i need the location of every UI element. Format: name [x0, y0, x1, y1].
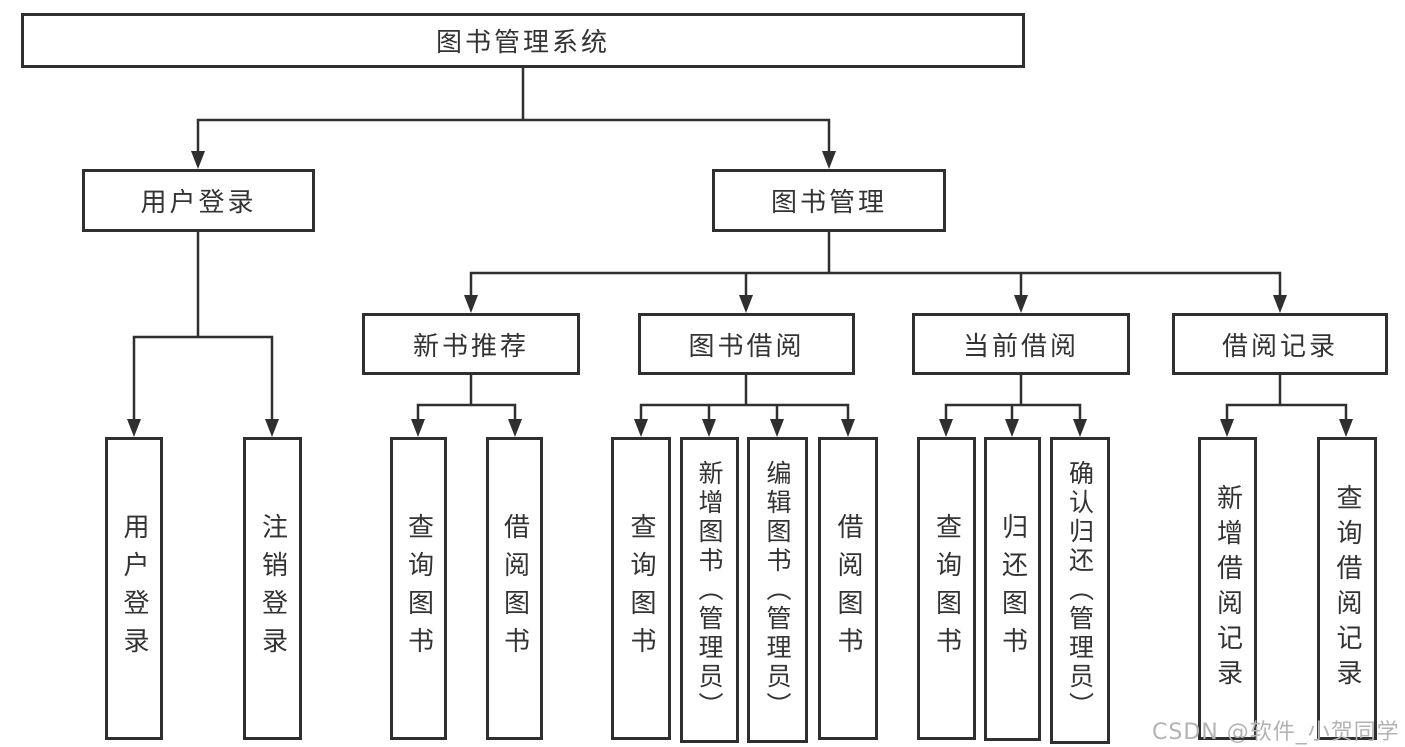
- node-current-borrowing: 当前借阅: [912, 313, 1130, 375]
- node-label: 查询图书: [626, 512, 656, 665]
- node-label: 图书管理系统: [435, 28, 610, 58]
- leaf-return-books: 归还图书: [984, 437, 1041, 741]
- arrowheads: [127, 151, 1353, 437]
- leaf-add-borrow-record: 新增借阅记录: [1198, 437, 1257, 740]
- leaf-query-books-borrowing: 查询图书: [611, 437, 671, 740]
- leaf-borrow-books-recommend: 借阅图书: [486, 437, 543, 740]
- node-new-book-recommendation: 新书推荐: [362, 313, 580, 375]
- node-label: 注销登录: [257, 512, 288, 665]
- node-label: 用户登录: [140, 188, 257, 218]
- leaf-add-book-admin: 新增图书（管理员）: [680, 437, 739, 743]
- node-label: 查询借阅记录: [1332, 483, 1362, 694]
- node-label: 当前借阅: [962, 331, 1079, 362]
- leaf-query-borrow-record: 查询借阅记录: [1317, 437, 1377, 740]
- node-label: 查询图书: [931, 512, 962, 665]
- leaf-logout-login: 注销登录: [243, 437, 302, 740]
- leaf-borrow-books-borrowing: 借阅图书: [818, 437, 878, 740]
- node-label: 新增图书（管理员）: [695, 459, 724, 721]
- leaf-user-login: 用户登录: [105, 437, 163, 740]
- node-label: 借阅图书: [499, 512, 530, 665]
- node-label: 用户登录: [119, 512, 149, 665]
- node-label: 查询图书: [403, 512, 434, 665]
- leaf-edit-book-admin: 编辑图书（管理员）: [747, 437, 808, 743]
- leaf-query-books-recommend: 查询图书: [390, 437, 447, 740]
- node-book-borrowing: 图书借阅: [638, 313, 855, 375]
- node-label: 新增借阅记录: [1212, 483, 1243, 694]
- node-book-management-branch: 图书管理: [712, 169, 946, 232]
- node-user-login-branch: 用户登录: [82, 169, 315, 232]
- leaf-query-books-current: 查询图书: [917, 437, 976, 740]
- node-borrowing-records: 借阅记录: [1172, 313, 1388, 375]
- node-label: 借阅图书: [833, 512, 863, 665]
- node-label: 图书管理: [770, 188, 887, 218]
- node-label: 新书推荐: [412, 331, 529, 362]
- leaf-confirm-return-admin: 确认归还（管理员）: [1050, 437, 1110, 744]
- node-root-system: 图书管理系统: [21, 13, 1025, 68]
- node-label: 归还图书: [997, 513, 1028, 665]
- node-label: 借阅记录: [1221, 331, 1338, 362]
- node-label: 确认归还（管理员）: [1065, 460, 1095, 721]
- node-label: 图书借阅: [688, 331, 805, 362]
- node-label: 编辑图书（管理员）: [763, 459, 792, 721]
- csdn-watermark: CSDN @软件_小贺同学: [1152, 720, 1400, 745]
